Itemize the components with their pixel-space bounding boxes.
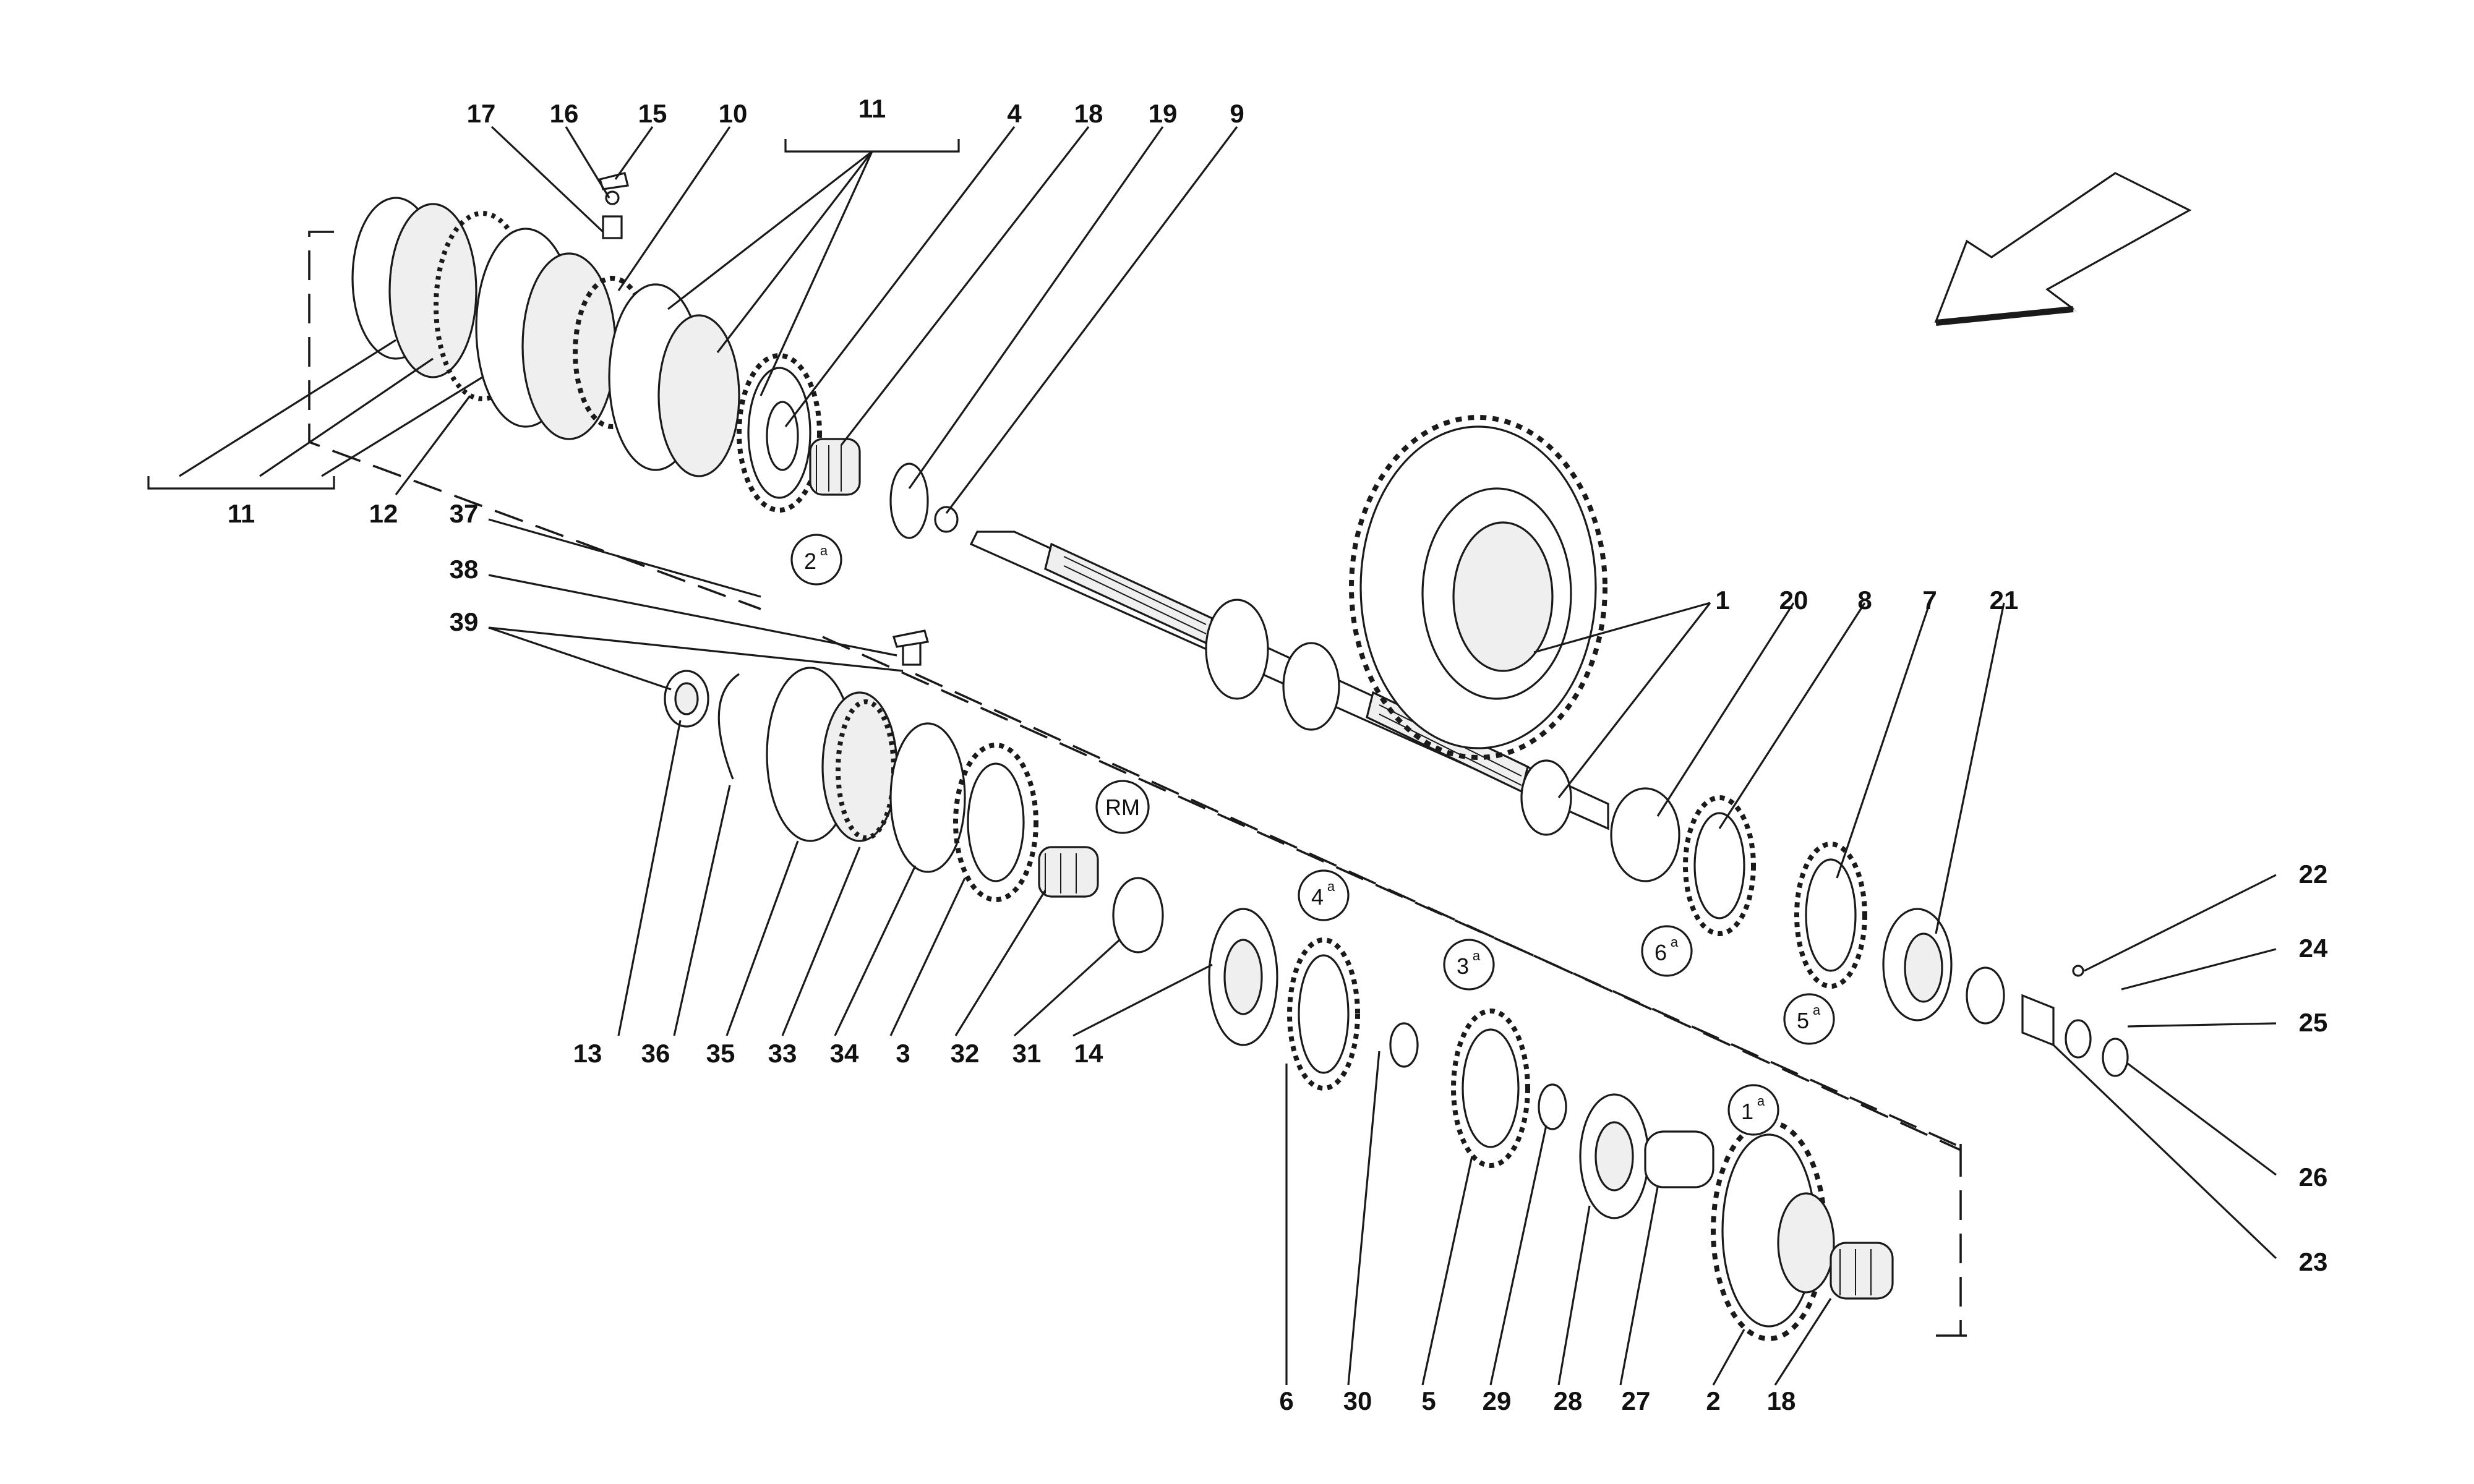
part-label-20: 20 bbox=[1779, 586, 1808, 615]
part-label-30: 30 bbox=[1343, 1386, 1372, 1415]
part-label-1: 1 bbox=[1715, 586, 1729, 615]
part-label-10: 10 bbox=[719, 99, 748, 128]
part-labels: 17 16 15 10 11 4 18 19 9 11 12 37 38 39 … bbox=[228, 94, 2328, 1415]
part-label-27: 27 bbox=[1622, 1386, 1651, 1415]
part-label-19: 19 bbox=[1149, 99, 1178, 128]
direction-arrow bbox=[1934, 172, 2192, 326]
svg-text:1: 1 bbox=[1741, 1099, 1753, 1124]
part-label-7: 7 bbox=[1922, 586, 1937, 615]
part-label-32: 32 bbox=[951, 1039, 980, 1068]
gear-marker-4th: 4 a bbox=[1298, 869, 1350, 921]
part-label-16: 16 bbox=[550, 99, 579, 128]
svg-text:3: 3 bbox=[1457, 953, 1469, 979]
part-label-38: 38 bbox=[450, 555, 479, 584]
svg-text:a: a bbox=[1473, 948, 1481, 963]
part-label-37: 37 bbox=[450, 499, 479, 528]
svg-text:4: 4 bbox=[1311, 884, 1324, 910]
part-label-3: 3 bbox=[896, 1039, 910, 1068]
part-label-22: 22 bbox=[2299, 859, 2328, 889]
right-gear-group bbox=[1610, 787, 2129, 1077]
lower-assembly-outline bbox=[915, 673, 1961, 1151]
upper-synchro-cluster bbox=[351, 172, 959, 539]
part-label-33: 33 bbox=[768, 1039, 797, 1068]
part-label-21: 21 bbox=[1990, 586, 2019, 615]
svg-text:RM: RM bbox=[1105, 795, 1140, 820]
part-label-26: 26 bbox=[2299, 1162, 2328, 1192]
part-label-8: 8 bbox=[1857, 586, 1872, 615]
lower-synchro-cluster bbox=[664, 629, 1894, 1341]
part-label-24: 24 bbox=[2299, 934, 2328, 963]
gear-marker-1st: 1 a bbox=[1727, 1084, 1779, 1136]
part-label-13: 13 bbox=[573, 1039, 602, 1068]
part-label-35: 35 bbox=[706, 1039, 735, 1068]
svg-text:a: a bbox=[1671, 934, 1679, 950]
svg-text:a: a bbox=[820, 543, 828, 558]
part-label-14: 14 bbox=[1074, 1039, 1103, 1068]
part-label-5: 5 bbox=[1421, 1386, 1436, 1415]
svg-text:2: 2 bbox=[804, 548, 816, 574]
part-label-18-bottom: 18 bbox=[1767, 1386, 1796, 1415]
svg-text:a: a bbox=[1327, 879, 1335, 894]
part-label-18-top: 18 bbox=[1074, 99, 1103, 128]
part-label-36: 36 bbox=[641, 1039, 670, 1068]
part-label-12: 12 bbox=[369, 499, 398, 528]
part-label-29: 29 bbox=[1483, 1386, 1512, 1415]
svg-text:a: a bbox=[1757, 1093, 1765, 1109]
part-label-9: 9 bbox=[1230, 99, 1244, 128]
part-label-39: 39 bbox=[450, 607, 479, 636]
part-label-2: 2 bbox=[1706, 1386, 1720, 1415]
part-label-6: 6 bbox=[1279, 1386, 1293, 1415]
gear-marker-2nd: 2 a bbox=[790, 534, 842, 586]
gear-marker-6th: 6 a bbox=[1641, 925, 1693, 977]
part-label-25: 25 bbox=[2299, 1008, 2328, 1037]
svg-text:5: 5 bbox=[1797, 1008, 1809, 1033]
part-label-11-left: 11 bbox=[228, 499, 255, 528]
part-label-4: 4 bbox=[1007, 99, 1022, 128]
gear-markers: 2 a 4 a 3 a 6 a 5 a 1 a RM bbox=[790, 534, 1835, 1136]
leader-lines bbox=[147, 126, 2277, 1386]
gear-marker-3rd: 3 a bbox=[1443, 939, 1495, 991]
part-label-31: 31 bbox=[1012, 1039, 1042, 1068]
svg-text:a: a bbox=[1813, 1002, 1821, 1018]
part-label-34: 34 bbox=[830, 1039, 859, 1068]
gear-marker-reverse: RM bbox=[1095, 780, 1150, 834]
part-label-23: 23 bbox=[2299, 1247, 2328, 1276]
svg-text:6: 6 bbox=[1654, 940, 1667, 965]
part-label-17: 17 bbox=[467, 99, 496, 128]
ring-gear bbox=[1349, 415, 1607, 760]
part-label-28: 28 bbox=[1554, 1386, 1583, 1415]
gear-marker-5th: 5 a bbox=[1783, 993, 1835, 1045]
part-label-15: 15 bbox=[638, 99, 667, 128]
part-label-11-top: 11 bbox=[858, 94, 886, 123]
